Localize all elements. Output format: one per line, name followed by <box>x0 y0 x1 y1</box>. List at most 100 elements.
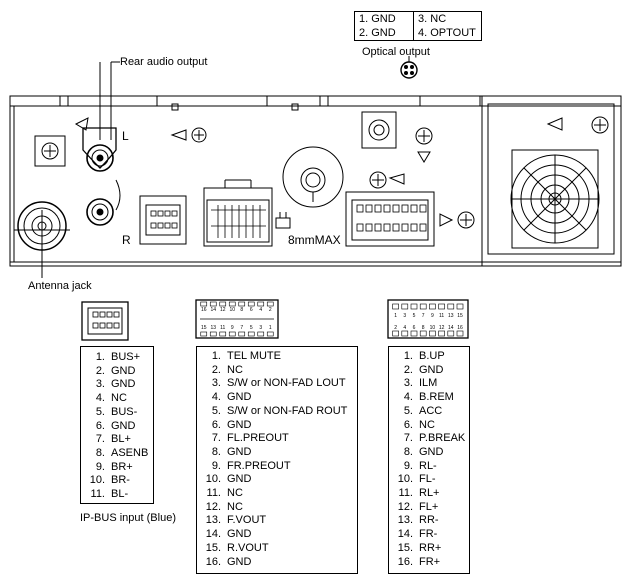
pin-entry: 3.ILM <box>395 377 469 391</box>
pin-name: ASENB <box>111 446 149 459</box>
pin-name: B.UP <box>419 350 445 362</box>
connector-pin-number: 12 <box>219 307 226 313</box>
pin-entry: 10.FL- <box>395 473 469 487</box>
pin-name: GND <box>227 555 252 568</box>
pin-entry: 10.GND <box>203 473 357 487</box>
pin-entry: 8.ASENB <box>87 447 153 461</box>
connector-pin-number: 4 <box>259 307 263 313</box>
pin-number: 12. <box>397 500 413 513</box>
connector-pin-number: 5 <box>249 325 253 331</box>
pin-entry: 2.NC <box>203 364 357 378</box>
fan-section <box>481 95 622 267</box>
right-plug-face <box>387 299 469 339</box>
connector-pin-number: 13 <box>448 313 454 319</box>
screw-left <box>34 117 89 167</box>
optical-pin: 2. GND <box>359 27 396 39</box>
connector-pin-number: 14 <box>448 325 454 331</box>
pin-number: 16. <box>205 555 221 568</box>
connector-pin-cell <box>238 301 246 307</box>
pin-number: 15. <box>205 541 221 554</box>
pin-name: P.BREAK <box>419 432 466 445</box>
pin-entry: 15.RR+ <box>395 542 469 556</box>
pin-name: F.VOUT <box>227 514 267 527</box>
connector-pin-number: 16 <box>457 325 463 331</box>
connector-pin-number: 7 <box>421 313 425 319</box>
pin-number: 13. <box>397 514 413 527</box>
pin-number: 9. <box>211 459 221 472</box>
rear-audio-output-label: Rear audio output <box>120 56 208 68</box>
pin-name: TEL MUTE <box>227 350 281 362</box>
connector-pin-cell <box>257 331 265 337</box>
connector-pin-number: 14 <box>210 307 217 313</box>
connector-pin-cell <box>456 330 464 337</box>
connector-pin-number: 2 <box>268 307 272 313</box>
pin-entry: 14.GND <box>203 528 357 542</box>
pin-name: GND <box>111 378 136 391</box>
connector-pin-cell <box>447 303 455 310</box>
pin-number: 2. <box>95 364 105 377</box>
connector-pin-cell <box>266 301 274 307</box>
connector-pin-number: 6 <box>249 307 253 313</box>
channel-r-label: R <box>122 233 131 247</box>
pin-name: NC <box>111 392 127 405</box>
connector-pin-cell <box>410 330 418 337</box>
pin-number: 14. <box>397 528 413 541</box>
pin-entry: 5.ACC <box>395 405 469 419</box>
optical-pin: 1. GND <box>359 13 396 25</box>
connector-pin-cell <box>438 330 445 337</box>
pin-entry: 8.GND <box>395 446 469 460</box>
pin-name: GND <box>227 473 252 486</box>
chassis <box>9 95 622 267</box>
ipbus-socket <box>139 195 187 245</box>
pin-name: GND <box>111 419 136 432</box>
pin-entry: 6.GND <box>203 419 357 433</box>
pin-number: 11. <box>90 488 105 501</box>
screw-mid <box>170 127 207 143</box>
pin-number: 10. <box>397 473 413 486</box>
connector-pin-cell <box>447 330 455 337</box>
pin-name: GND <box>111 364 136 377</box>
pin-number: 2. <box>211 363 221 376</box>
max-depth-label: 8mmMAX <box>288 233 341 247</box>
pin-name: GND <box>227 445 252 458</box>
pin-entry: 4.B.REM <box>395 391 469 405</box>
pin-entry: 13.RR- <box>395 514 469 528</box>
pin-entry: 1.BUS+ <box>87 351 153 365</box>
connector-pin-number: 11 <box>220 325 226 331</box>
pin-name: FL.PREOUT <box>227 432 289 445</box>
connector-pin-cell <box>429 330 436 337</box>
pin-name: BR+ <box>111 460 133 473</box>
pin-name: FR.PREOUT <box>227 459 291 472</box>
pin-entry: 9. FR.PREOUT <box>203 460 357 474</box>
pin-number: 3. <box>211 377 221 390</box>
pin-entry: 3.S/W or NON-FAD LOUT <box>203 377 357 391</box>
pin-name: NC <box>227 500 243 513</box>
pin-number: 7. <box>211 432 221 445</box>
connector-pin-cell <box>392 330 399 337</box>
connector-pin-number: 1 <box>268 325 272 331</box>
pin-name: RL+ <box>419 487 440 500</box>
pin-number: 6. <box>403 418 413 431</box>
pin-number: 7. <box>403 432 413 445</box>
pin-number: 7. <box>95 433 105 446</box>
pin-entry: 10.BR- <box>87 474 153 488</box>
pin-number: 4. <box>211 391 221 404</box>
connector-pin-cell <box>266 331 274 337</box>
optical-pin: 3. NC <box>418 13 447 25</box>
connector-pin-cell <box>419 303 427 310</box>
connector-pin-number: 13 <box>210 325 217 331</box>
pin-number: 1. <box>95 351 105 363</box>
pin-entry: 5.S/W or NON-FAD ROUT <box>203 405 357 419</box>
pin-number: 1. <box>211 350 221 362</box>
connector-pin-number: 5 <box>412 313 416 319</box>
pin-name: FR- <box>419 528 438 541</box>
connector-pin-number: 9 <box>431 313 434 319</box>
connector-pin-number: 12 <box>438 325 445 331</box>
connector-pin-cell <box>419 330 427 337</box>
pin-name: NC <box>227 487 243 500</box>
pin-number: 8. <box>403 445 413 458</box>
connector-pin-cell <box>410 303 418 310</box>
